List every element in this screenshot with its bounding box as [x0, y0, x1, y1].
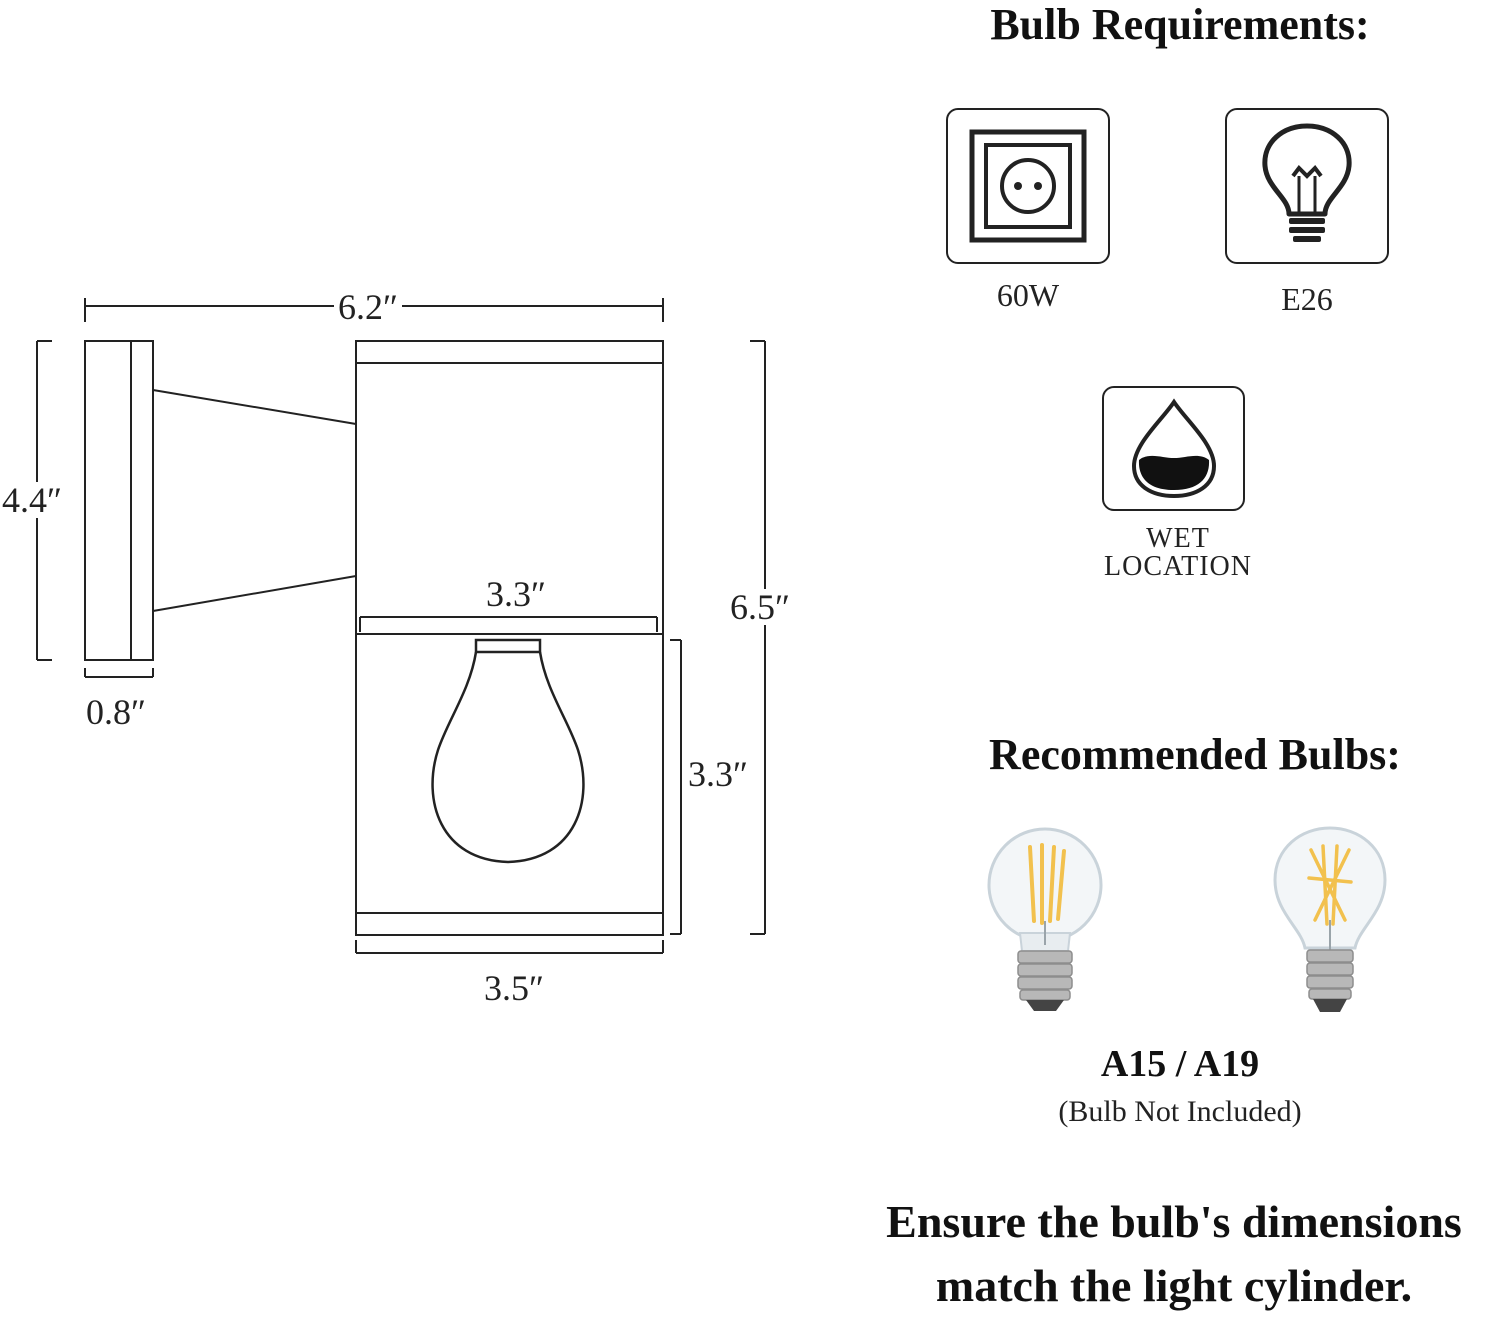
backplate — [84, 340, 154, 661]
a19-bulb-image — [1273, 826, 1387, 1012]
a15-bulb-image — [987, 827, 1103, 1011]
depth-dimension-label: 6.2″ — [334, 289, 402, 325]
overall-height-dimension-line — [750, 340, 766, 935]
recommended-bulb-types: A15 / A19 — [1100, 1043, 1260, 1085]
body-width-dimension-line — [355, 940, 664, 954]
wet-location-line1: WET — [1146, 523, 1210, 554]
fixture-body — [355, 340, 664, 936]
footer-line-2: match the light cylinder. — [935, 1260, 1413, 1311]
body-width-label: 3.5″ — [480, 970, 548, 1006]
opening-width-dimension-line — [359, 616, 658, 632]
overall-height-label: 6.5″ — [726, 589, 794, 625]
bulb-outline — [431, 638, 585, 864]
backplate-depth-dimension-line — [84, 668, 154, 678]
wet-location-icon-box — [1102, 386, 1245, 511]
bulb-not-included-note: (Bulb Not Included) — [1058, 1095, 1302, 1128]
glass-height-label: 3.3″ — [684, 756, 752, 792]
base-icon-box — [1225, 108, 1389, 264]
opening-width-label: 3.3″ — [482, 576, 550, 612]
wattage-icon-box — [946, 108, 1110, 264]
wattage-label: 60W — [996, 277, 1060, 313]
glass-height-dimension-line — [670, 639, 682, 935]
bulb-requirements-heading: Bulb Requirements: — [990, 0, 1370, 49]
mounting-arm — [152, 389, 357, 612]
wet-location-line2: LOCATION — [1104, 551, 1252, 582]
backplate-depth-label: 0.8″ — [82, 694, 150, 730]
footer-line-1: Ensure the bulb's dimensions — [886, 1196, 1462, 1247]
backplate-height-label: 4.4″ — [0, 482, 66, 518]
base-label: E26 — [1281, 281, 1333, 317]
water-drop-icon — [1131, 398, 1217, 499]
light-bulb-icon — [1262, 123, 1352, 242]
socket-icon — [969, 129, 1087, 243]
recommended-bulbs-heading: Recommended Bulbs: — [989, 730, 1401, 779]
